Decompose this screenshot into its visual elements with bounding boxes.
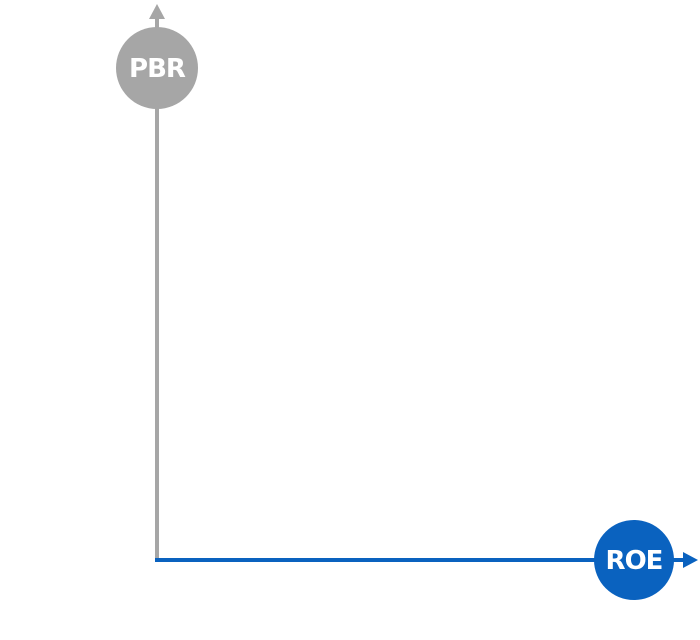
y-axis-label: PBR — [129, 54, 186, 84]
y-axis-badge — [116, 27, 198, 109]
x-axis-label: ROE — [606, 546, 663, 576]
y-axis-arrowhead — [149, 4, 165, 19]
x-axis-arrowhead — [683, 552, 698, 568]
x-axis-badge — [594, 520, 674, 600]
